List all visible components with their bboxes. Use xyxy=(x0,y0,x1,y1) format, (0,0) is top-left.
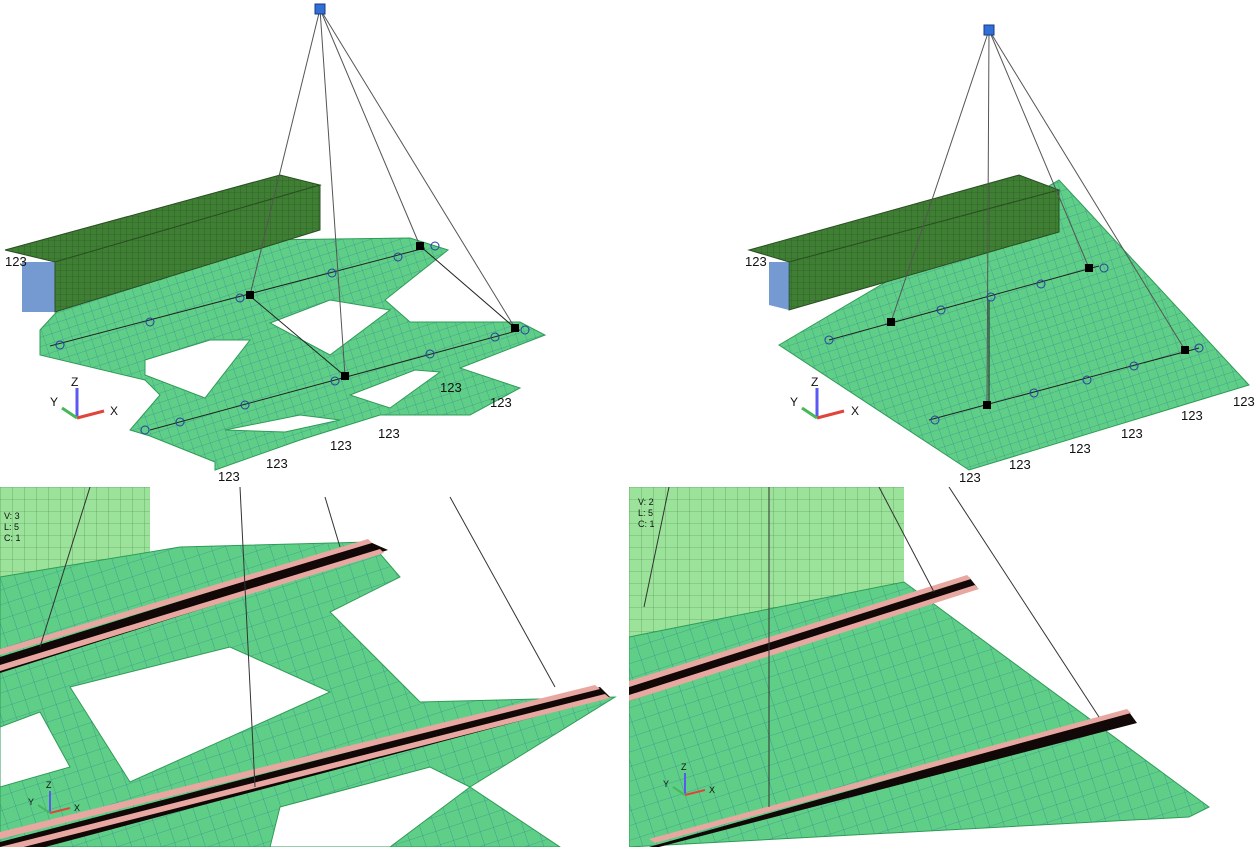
equipment-box-front xyxy=(22,262,55,312)
hoist-cables xyxy=(249,8,516,377)
equipment-box-front xyxy=(769,262,789,310)
viewport-top-left[interactable]: 123 123 123 123 123 123 123 Z X Y xyxy=(0,0,629,487)
plate-with-cutouts xyxy=(0,541,617,847)
constraint-label: 123 xyxy=(1181,408,1203,423)
svg-text:Y: Y xyxy=(790,395,798,409)
hoist-node-icon[interactable] xyxy=(983,24,995,36)
constraint-label: 123 xyxy=(1069,441,1091,456)
constraint-label: 123 xyxy=(1233,394,1255,409)
rbe-node-icon xyxy=(246,242,519,380)
info-l: L: 5 xyxy=(638,508,653,518)
rbe-lines xyxy=(828,265,1200,421)
spc-constraint-icon xyxy=(55,241,530,435)
rbe-lines xyxy=(49,245,521,431)
info-v: V: 3 xyxy=(4,511,20,521)
viewport-bottom-left[interactable]: V: 3 L: 5 C: 1 Z X Y xyxy=(0,487,629,847)
plate-with-cutouts xyxy=(39,237,547,471)
constraint-label: 123 xyxy=(1121,426,1143,441)
svg-text:Z: Z xyxy=(46,780,52,790)
triad-icon: Z X Y xyxy=(50,375,118,420)
svg-text:X: X xyxy=(709,785,715,795)
rail-upper xyxy=(0,539,388,673)
equipment-box-wall xyxy=(629,487,904,637)
viewport-top-right[interactable]: 123 123 123 123 123 123 123 Z X Y xyxy=(629,0,1258,487)
constraint-label: 123 xyxy=(266,456,288,471)
svg-text:Y: Y xyxy=(663,779,669,789)
constraint-label: 123 xyxy=(440,380,462,395)
info-c: C: 1 xyxy=(638,519,655,529)
equipment-box-wall xyxy=(0,487,150,577)
svg-text:Y: Y xyxy=(50,395,58,409)
svg-text:X: X xyxy=(851,404,859,418)
constraint-label: 123 xyxy=(330,438,352,453)
viewport-bottom-right[interactable]: V: 2 L: 5 C: 1 Z X Y xyxy=(629,487,1258,847)
constraint-label: 123 xyxy=(218,469,240,484)
triad-icon: Z X Y xyxy=(663,762,715,796)
constraint-label: 123 xyxy=(490,395,512,410)
constraint-label: 123 xyxy=(378,426,400,441)
constraint-label: 123 xyxy=(1009,457,1031,472)
rail-lower xyxy=(0,685,610,847)
info-c: C: 1 xyxy=(4,533,21,543)
rail-lower xyxy=(649,709,1137,847)
svg-text:X: X xyxy=(110,404,118,418)
hoist-cables xyxy=(643,487,1100,807)
info-v: V: 2 xyxy=(638,497,654,507)
hoist-node-icon[interactable] xyxy=(314,3,326,15)
svg-text:Z: Z xyxy=(811,375,818,389)
svg-text:Z: Z xyxy=(71,375,78,389)
svg-text:Z: Z xyxy=(681,762,687,772)
triad-icon: Z X Y xyxy=(28,780,80,814)
rail-upper xyxy=(629,575,979,701)
info-l: L: 5 xyxy=(4,522,19,532)
constraint-label: 123 xyxy=(5,254,27,269)
hoist-cables xyxy=(39,487,556,788)
rbe-node-icon xyxy=(887,264,1189,409)
svg-text:Y: Y xyxy=(28,797,34,807)
constraint-label: 123 xyxy=(959,470,981,485)
triad-icon: Z X Y xyxy=(790,375,859,420)
hoist-cables xyxy=(890,29,1186,406)
equipment-box-side xyxy=(54,184,321,313)
spc-constraint-icon xyxy=(824,263,1204,425)
constraint-label: 123 xyxy=(745,254,767,269)
svg-text:X: X xyxy=(74,803,80,813)
